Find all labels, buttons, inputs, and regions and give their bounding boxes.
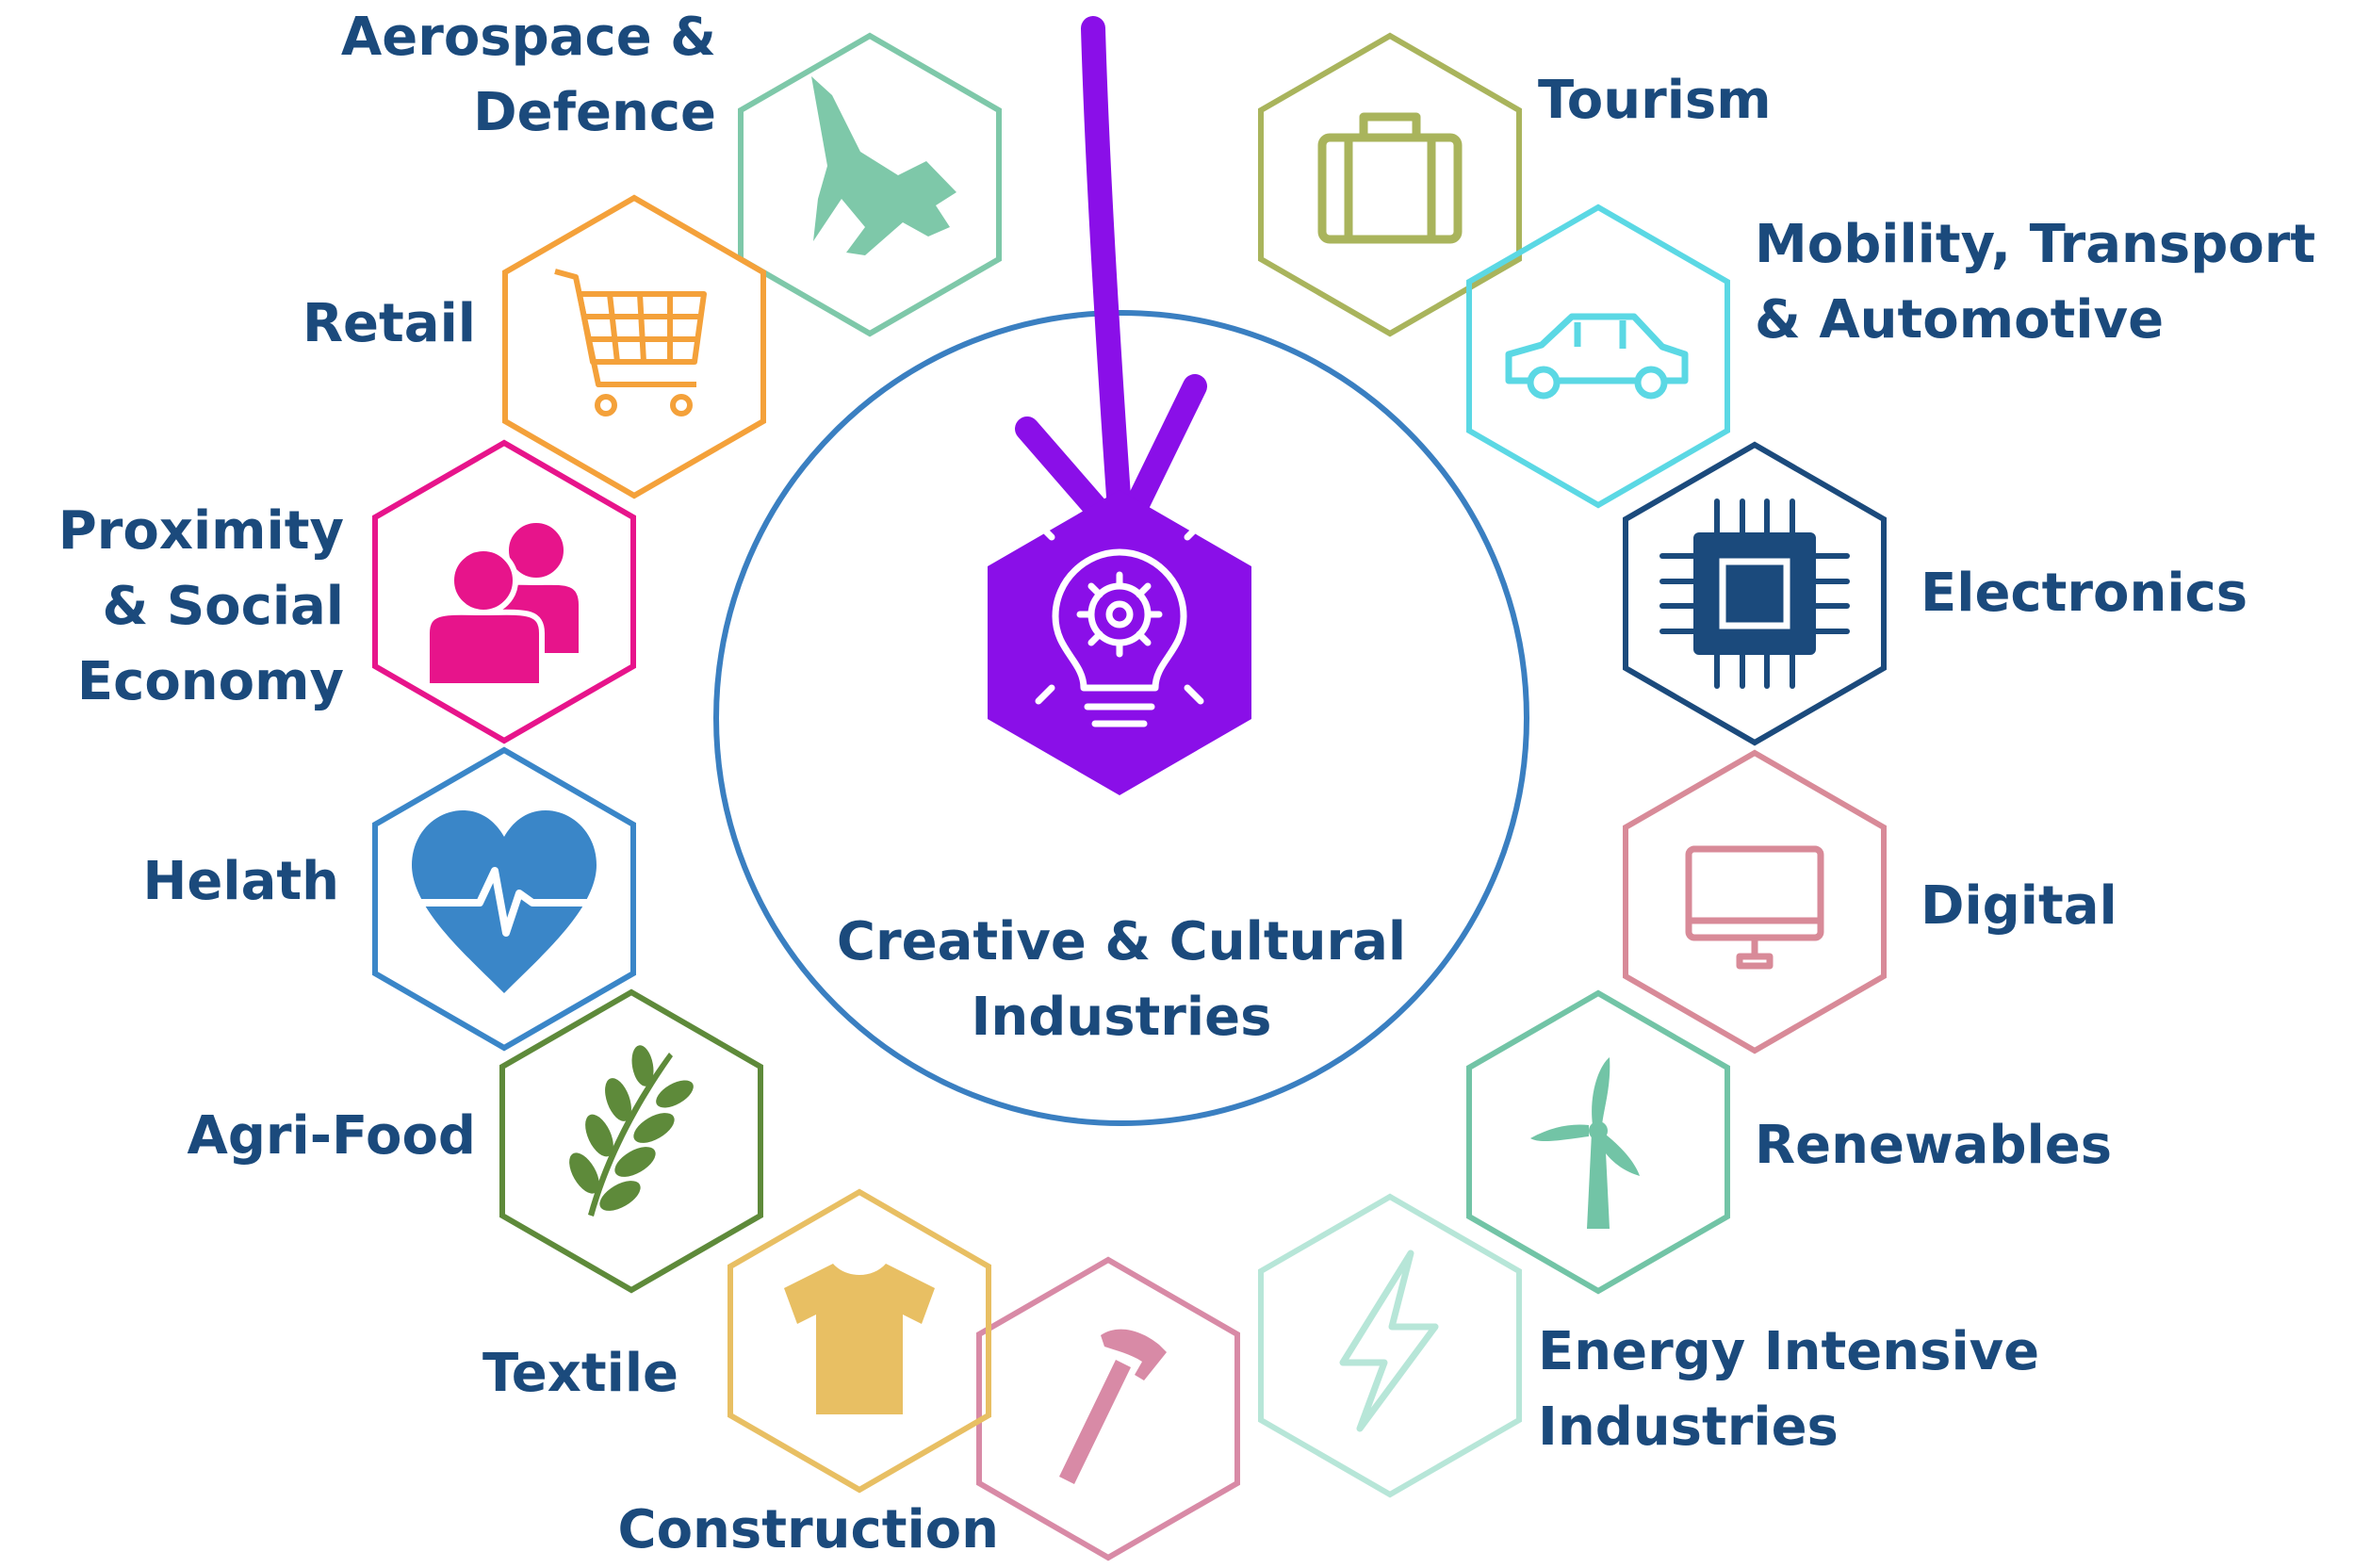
hex-health bbox=[372, 746, 636, 1052]
center-label: Creative & Cultural Industries bbox=[836, 911, 1407, 1048]
label-retail: Retail bbox=[302, 293, 476, 354]
center-ring bbox=[713, 310, 1529, 1126]
monitor-icon bbox=[1685, 845, 1824, 970]
label-textile: Textile bbox=[482, 1343, 678, 1404]
wheat-icon bbox=[569, 1045, 694, 1217]
heart-pulse-icon bbox=[408, 810, 600, 993]
label-digital: Digital bbox=[1921, 875, 2117, 937]
hex-aerospace bbox=[738, 32, 1002, 337]
t-shirt-icon bbox=[784, 1264, 935, 1414]
hex-social bbox=[372, 439, 636, 744]
wind-turbine-icon bbox=[1530, 1057, 1640, 1229]
lightning-bolt-icon bbox=[1339, 1250, 1439, 1432]
hex-retail bbox=[502, 194, 766, 499]
label-agrifood: Agri-Food bbox=[187, 1105, 477, 1167]
hex-digital bbox=[1623, 749, 1887, 1054]
label-construction: Construction bbox=[617, 1499, 999, 1560]
suitcase-icon bbox=[1317, 112, 1463, 244]
hammer-icon bbox=[1059, 1329, 1167, 1484]
center-hexagon bbox=[988, 490, 1251, 795]
label-electronics: Electronics bbox=[1921, 563, 2248, 624]
hex-agrifood bbox=[499, 988, 763, 1294]
label-aerospace: Aerospace & Defence bbox=[340, 7, 716, 143]
hex-renewables bbox=[1466, 989, 1730, 1295]
shopping-cart-icon bbox=[554, 269, 707, 416]
label-social: Proximity & Social Economy bbox=[57, 500, 344, 712]
microchip-icon bbox=[1659, 498, 1850, 689]
hex-mobility bbox=[1466, 204, 1730, 509]
label-renewables: Renewables bbox=[1755, 1115, 2113, 1176]
fighter-jet-icon bbox=[811, 76, 956, 255]
arrow-icon bbox=[1015, 16, 1207, 549]
hex-tourism bbox=[1258, 32, 1522, 337]
lightbulb-gear-icon bbox=[1035, 520, 1204, 727]
people-icon bbox=[424, 517, 584, 689]
hex-electronics bbox=[1623, 441, 1887, 746]
hex-energy bbox=[1258, 1193, 1522, 1498]
hex-textile bbox=[727, 1188, 991, 1494]
label-health: Helath bbox=[142, 851, 339, 912]
label-tourism: Tourism bbox=[1538, 70, 1772, 131]
hex-construction bbox=[976, 1256, 1240, 1561]
label-mobility: Mobility, Transport & Automotive bbox=[1755, 214, 2316, 351]
car-icon bbox=[1505, 313, 1689, 400]
label-energy: Energy Intensive Industries bbox=[1538, 1321, 2040, 1458]
